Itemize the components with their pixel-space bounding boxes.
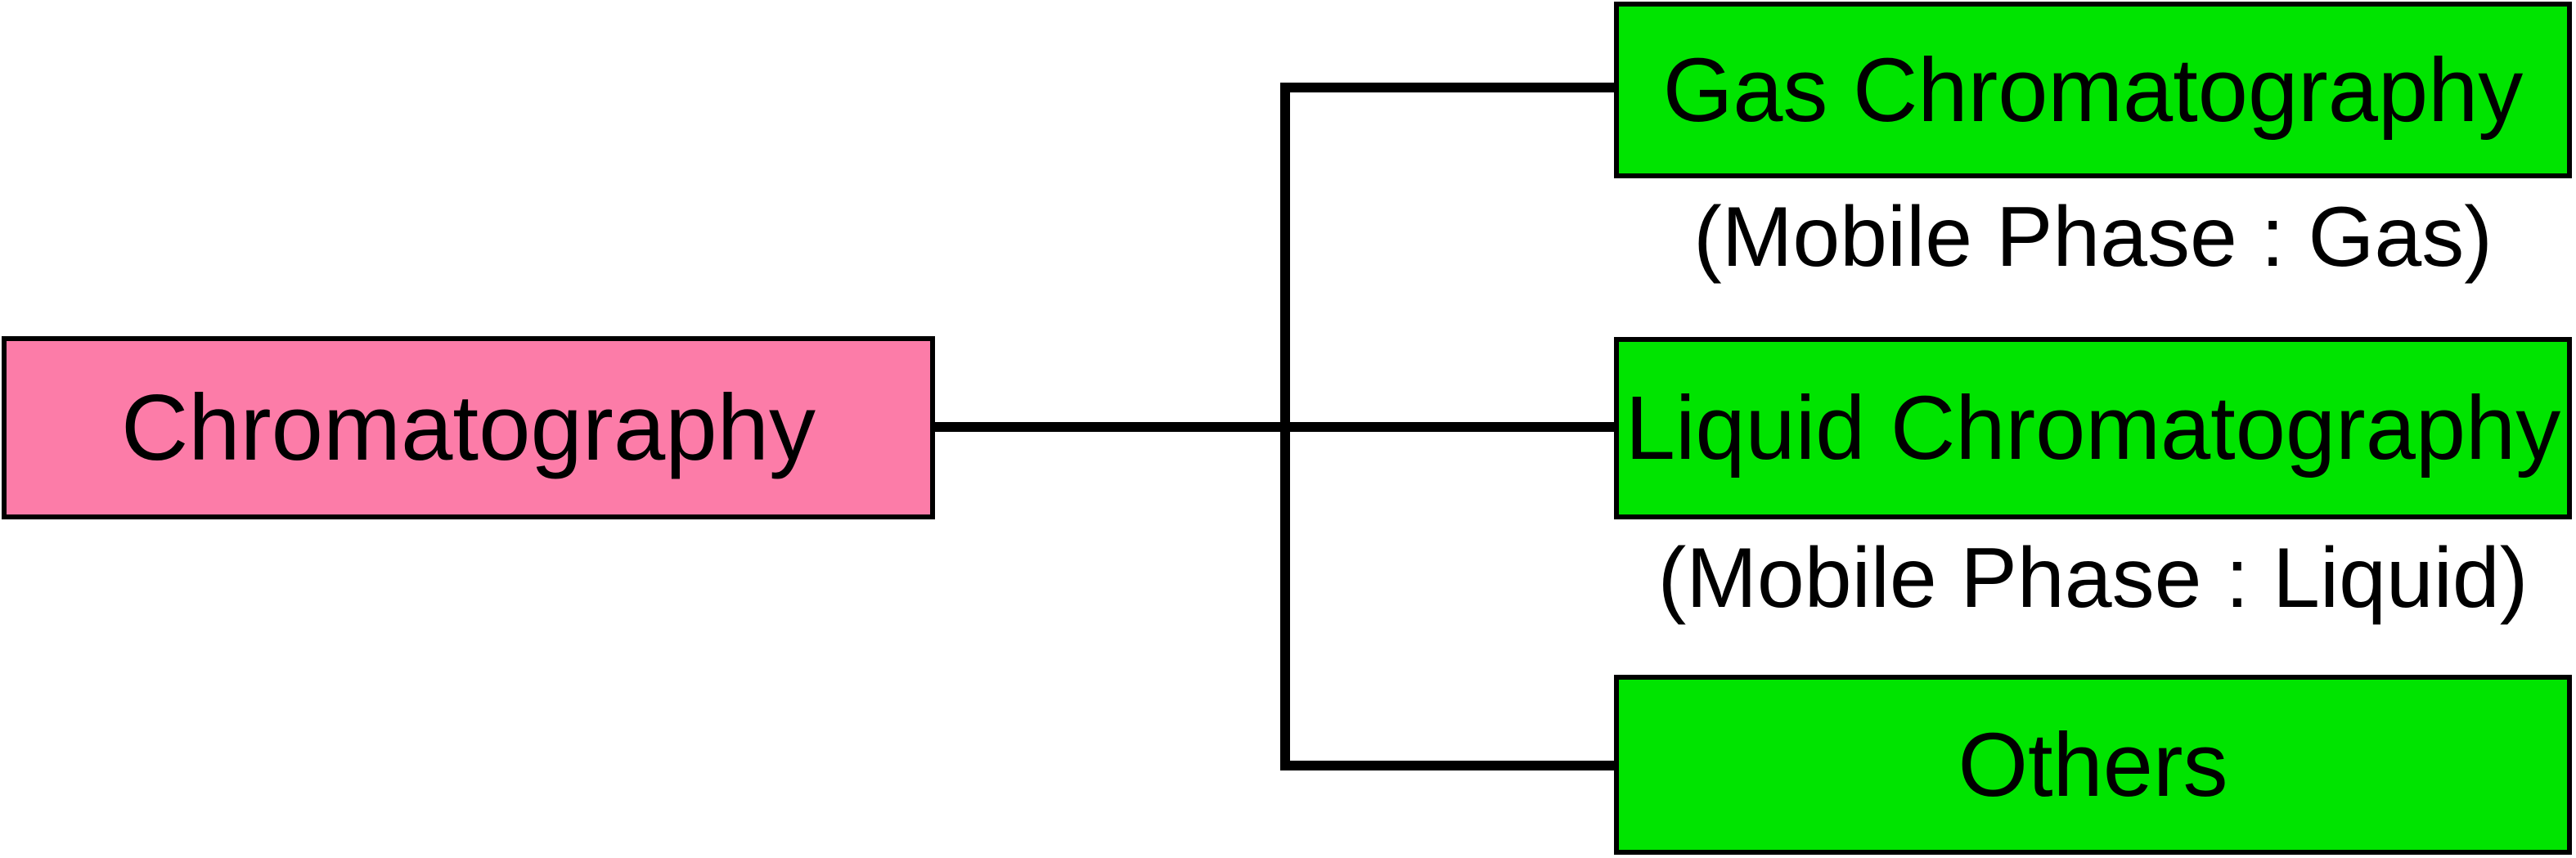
root-node-label: Chromatography [120,375,816,480]
branch-node-others: Others [1614,675,2572,855]
branch-node-liquid-label: Liquid Chromatography [1625,378,2561,478]
connector-to-others [1280,761,1614,770]
branch-node-others-label: Others [1958,714,2228,815]
caption-liquid-mobile-phase: (Mobile Phase : Liquid) [1657,531,2529,626]
branch-node-gas-chromatography: Gas Chromatography [1614,2,2572,178]
branch-node-liquid-chromatography: Liquid Chromatography [1614,337,2572,519]
connector-trunk [1280,83,1290,770]
root-node-chromatography: Chromatography [2,336,935,519]
connector-to-gas [1280,83,1614,92]
caption-gas-mobile-phase: (Mobile Phase : Gas) [1693,190,2493,285]
branch-node-gas-label: Gas Chromatography [1662,39,2524,141]
connector-root-to-liquid [935,422,1614,432]
